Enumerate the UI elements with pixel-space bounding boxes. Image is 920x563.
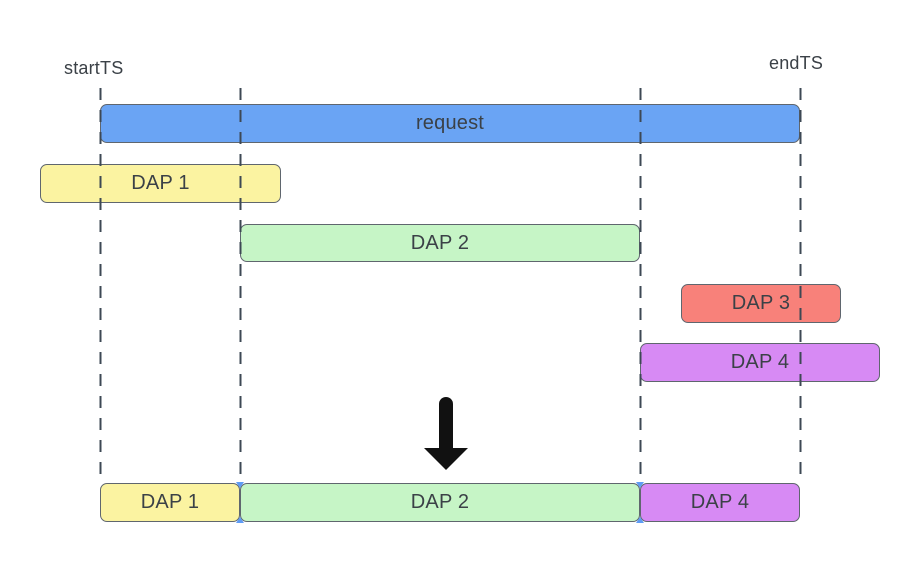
interval-bar-dap4: DAP 4: [640, 343, 880, 382]
interval-bar-result-dap2: DAP 2: [240, 483, 640, 522]
dap2-label: DAP 2: [410, 231, 470, 254]
interval-bar-dap3: DAP 3: [681, 284, 841, 323]
request-label: request: [415, 112, 485, 134]
end-ts-label: endTS: [769, 53, 824, 73]
dap3-label: DAP 3: [731, 292, 791, 314]
interval-bar-dap2: DAP 2: [240, 224, 640, 262]
interval-bar-dap1: DAP 1: [40, 164, 281, 203]
result-dap2-label: DAP 2: [410, 491, 470, 513]
result-dap1-label: DAP 1: [140, 491, 200, 513]
interval-bar-request: request: [100, 104, 800, 143]
interval-bar-result-dap4: DAP 4: [640, 483, 800, 522]
result-dap4-label: DAP 4: [690, 491, 750, 513]
start-ts-label: startTS: [64, 58, 124, 78]
interval-bar-result-dap1: DAP 1: [100, 483, 240, 522]
dap4-label: DAP 4: [730, 351, 790, 373]
dap1-label: DAP 1: [131, 172, 190, 194]
